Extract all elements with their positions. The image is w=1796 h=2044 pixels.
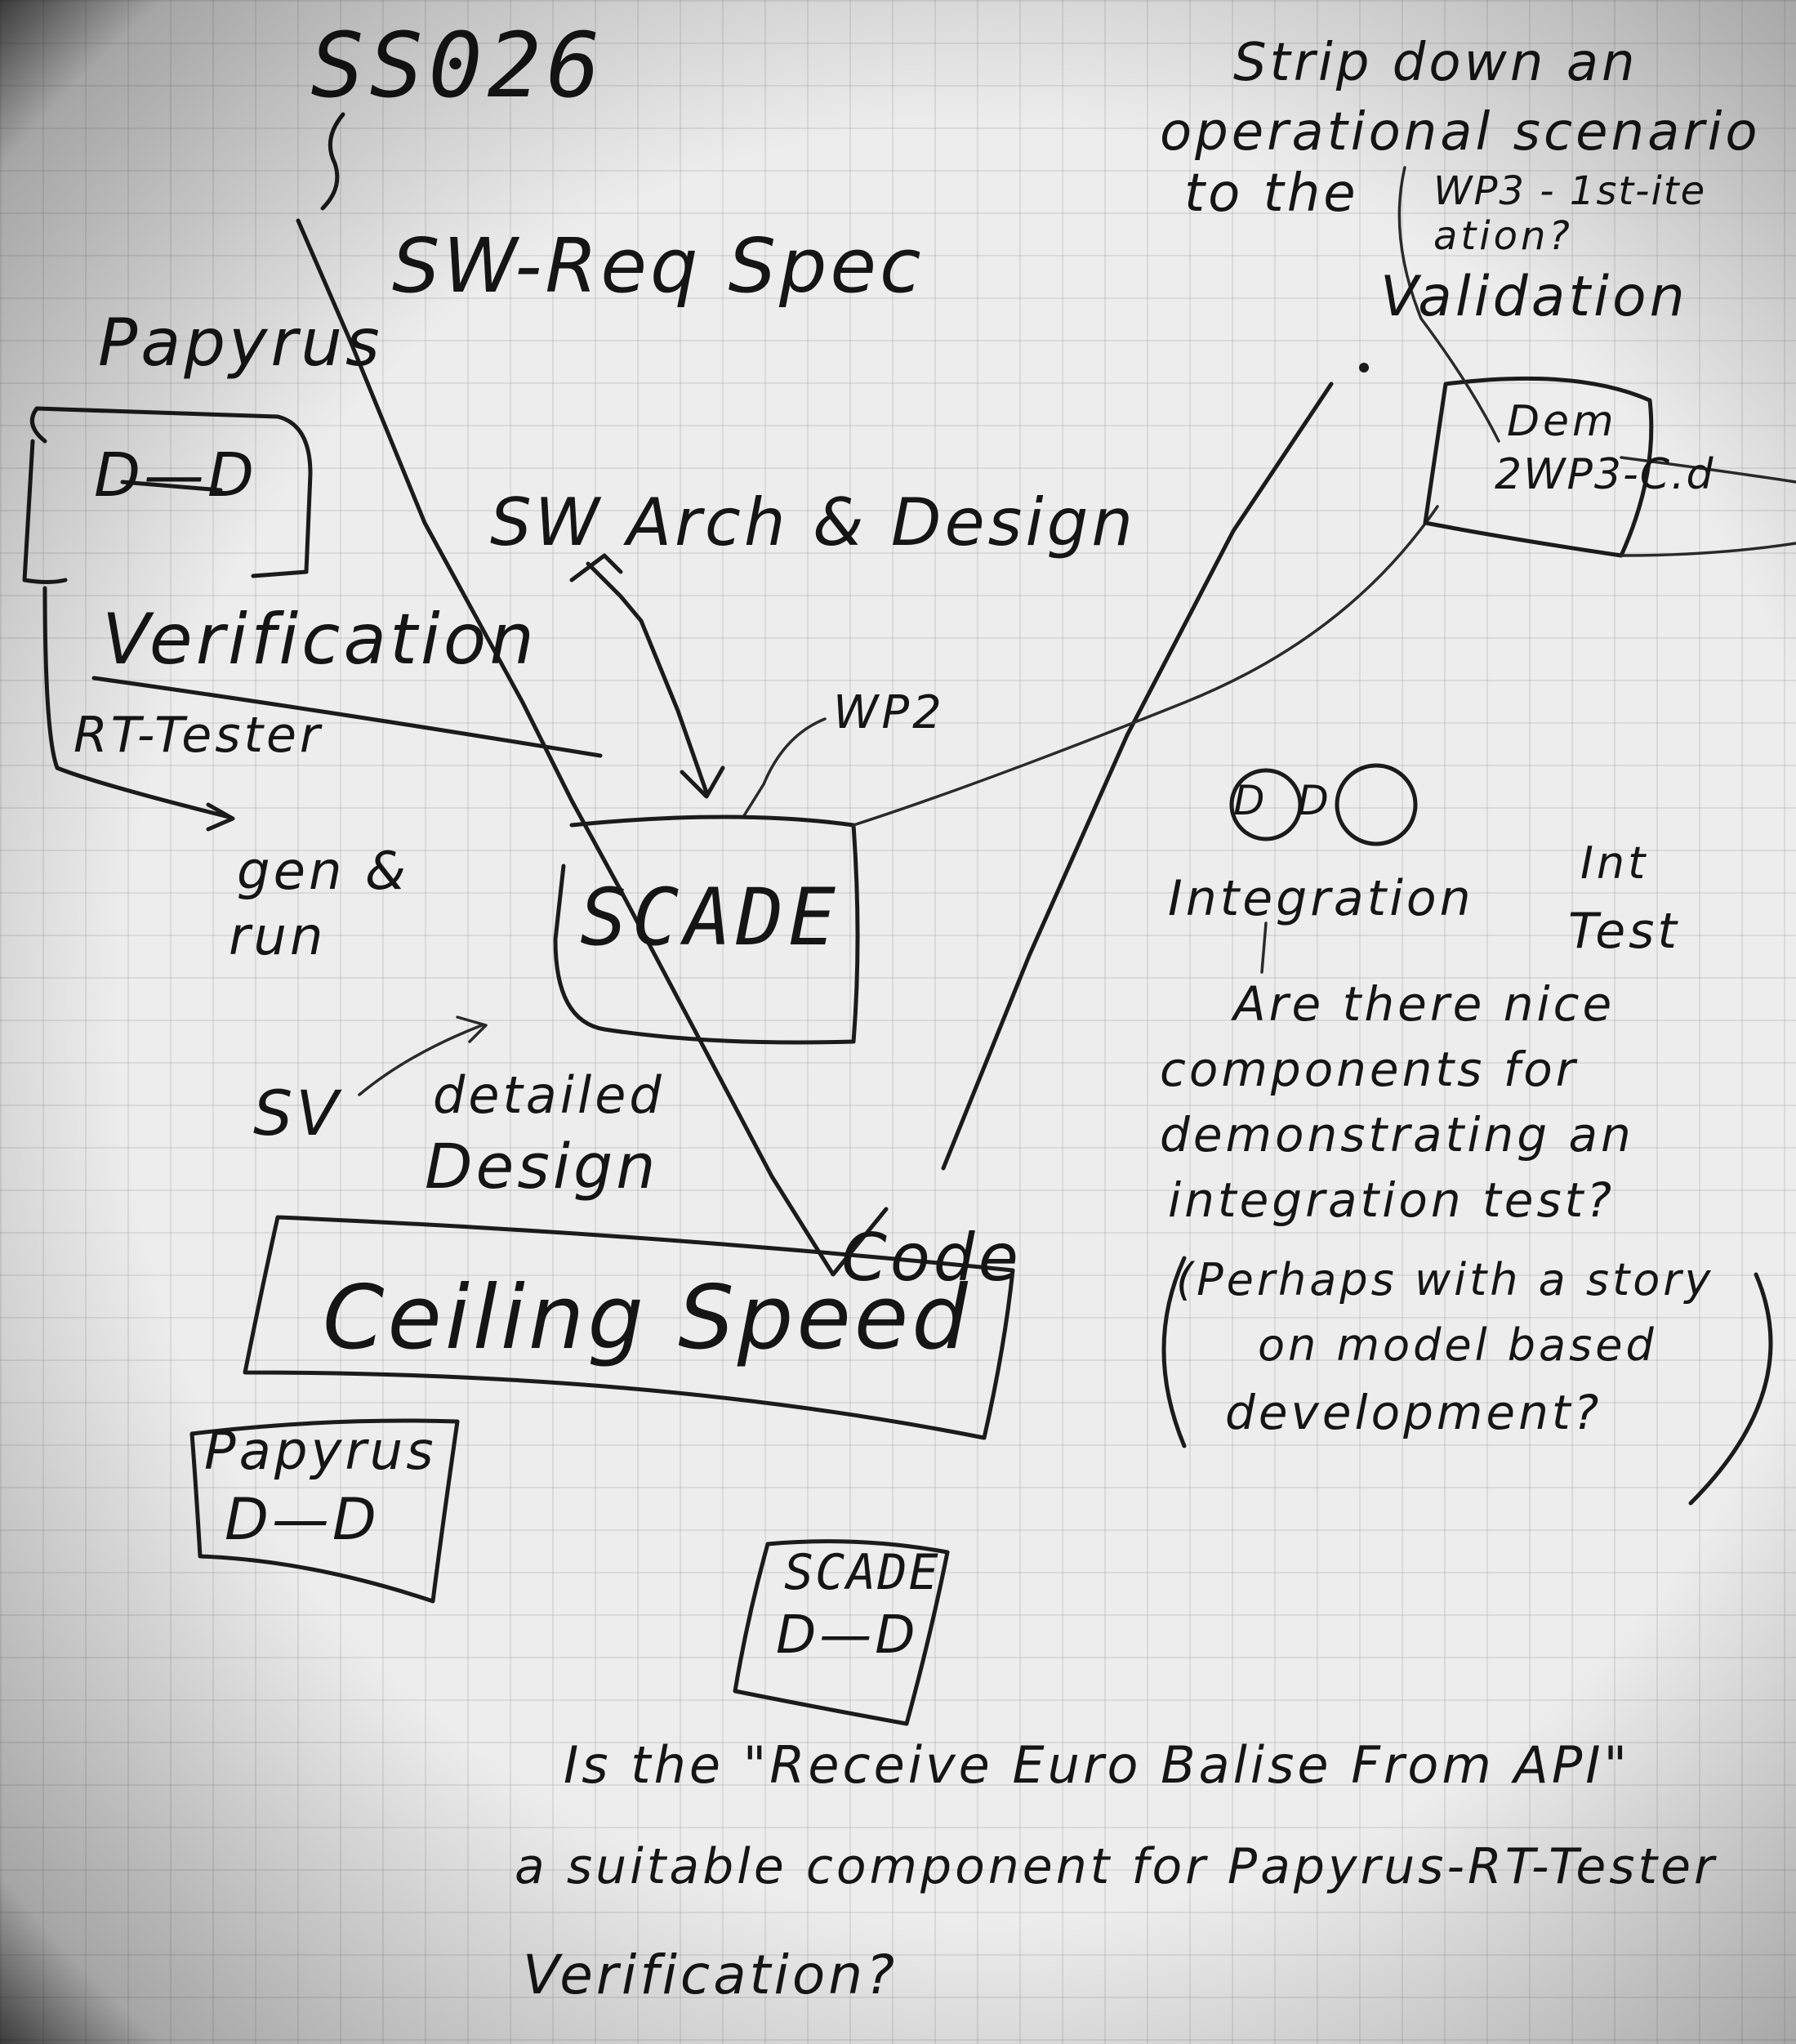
validation-label: Validation (1380, 265, 1688, 329)
design-label: Design (425, 1130, 659, 1203)
papyrus-bottom-glyph: D—D (225, 1486, 380, 1553)
nice-components-line4: integration test? (1168, 1172, 1616, 1228)
int-test-label-line1: Int (1580, 837, 1649, 889)
wp2-label: WP2 (833, 686, 945, 739)
scade-bottom-glyph: D—D (776, 1605, 919, 1666)
perhaps-line3: development? (1225, 1385, 1602, 1440)
sw-req-spec-label: SW-Req Spec (392, 222, 925, 310)
wp3-iteration-line1: WP3 - 1st-ite (1433, 168, 1707, 214)
wp3-iteration-line2: ation? (1433, 213, 1573, 259)
ss026-brace (320, 112, 345, 211)
question-line3: Verification? (523, 1944, 898, 2006)
integration-pointer (1260, 922, 1268, 974)
ss026-label: SS026 (310, 13, 606, 118)
integration-circle-glyphs: D D (1233, 777, 1339, 824)
perhaps-line2: on model based (1258, 1319, 1657, 1371)
sw-arch-design-label: SW Arch & Design (490, 484, 1137, 560)
strip-down-line3: to the (1184, 163, 1359, 224)
sw-detailed-prefix: SV (253, 1077, 342, 1149)
demo-box-line2: 2WP3-C.d (1495, 450, 1715, 499)
scade-main-label: SCADE (580, 872, 840, 963)
papyrus-top-label: Papyrus (98, 305, 383, 381)
wp2-pointer (742, 717, 827, 819)
verification-label: Verification (102, 599, 537, 681)
detailed-label: detailed (433, 1065, 665, 1125)
gen-run-label-line1: gen & (237, 841, 409, 902)
integration-circle-right (1335, 763, 1418, 846)
nice-components-line2: components for (1160, 1042, 1579, 1097)
scade-bottom-label: SCADE (784, 1544, 940, 1601)
ceiling-speed-label: Ceiling Speed (323, 1267, 971, 1369)
integration-label: Integration (1168, 870, 1474, 927)
rt-tester-label: RT-Tester (74, 707, 323, 764)
int-test-label-line2: Test (1568, 903, 1680, 960)
strip-down-line1: Strip down an (1233, 33, 1638, 93)
ink-dot (1359, 363, 1369, 373)
papyrus-bottom-label: Papyrus (204, 1421, 437, 1482)
gen-run-label-line2: run (229, 907, 327, 967)
question-line2: a suitable component for Papyrus-RT-Test… (515, 1838, 1718, 1895)
question-line1: Is the "Receive Euro Balise From API" (564, 1735, 1631, 1795)
demo-box-line1: Dem (1507, 397, 1617, 446)
nice-components-line3: demonstrating an (1160, 1107, 1634, 1163)
arch-to-scade-arrow (586, 561, 725, 799)
papyrus-top-glyph: D—D (94, 440, 257, 511)
nice-components-line1: Are there nice (1233, 976, 1616, 1032)
perhaps-line1: (Perhaps with a story (1176, 1254, 1714, 1305)
perhaps-close-paren (1688, 1272, 1773, 1506)
strip-down-line2: operational scenario (1160, 102, 1761, 163)
